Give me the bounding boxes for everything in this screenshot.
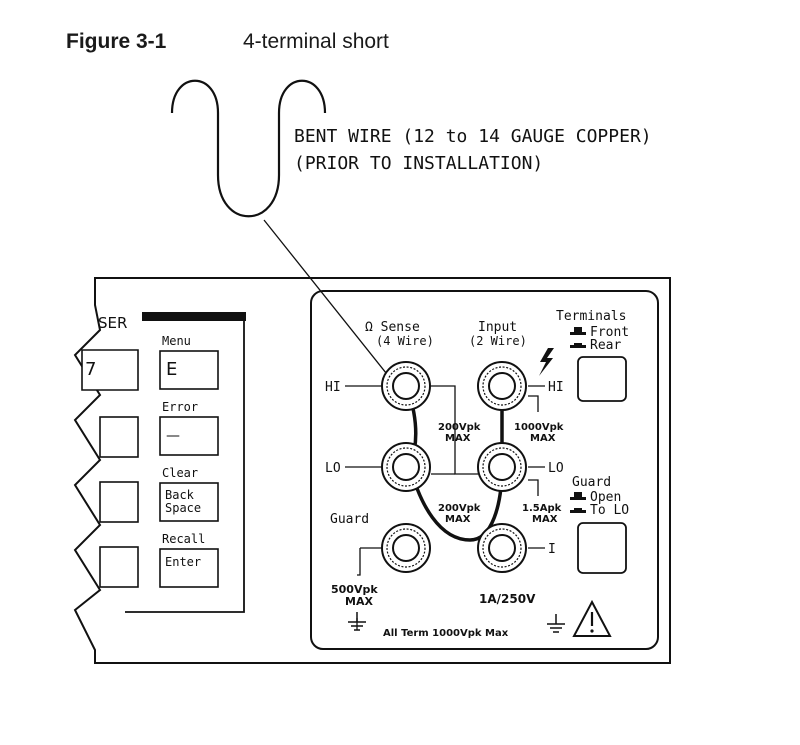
partial-key-3[interactable] — [99, 481, 139, 523]
ground-right-icon — [547, 614, 565, 633]
callout-line-2: (PRIOR TO INSTALLATION) — [294, 153, 543, 174]
rating-1-5-value: 1.5Apk — [522, 503, 562, 514]
terminals-front: Front — [590, 325, 629, 340]
input-line-2: (2 Wire) — [469, 334, 527, 348]
rating-1000-max: MAX — [530, 433, 556, 444]
to-lo-button-icon — [570, 508, 586, 513]
sense-hi-post[interactable] — [381, 361, 431, 411]
enter-key[interactable] — [159, 548, 219, 588]
terminals-rear: Rear — [590, 338, 621, 353]
rating-200-bottom-max: MAX — [445, 514, 471, 525]
rating-500-value: 500Vpk — [331, 583, 378, 596]
rating-1000-value: 1000Vpk — [514, 422, 564, 433]
rating-1-5-max: MAX — [532, 514, 558, 525]
guard-left-label: Guard — [330, 512, 369, 527]
menu-key[interactable] — [159, 350, 219, 390]
input-lo-post[interactable] — [477, 442, 527, 492]
sense-line-2: (4 Wire) — [376, 334, 434, 348]
hi-right-label: HI — [548, 380, 564, 395]
partial-key-4[interactable] — [99, 546, 139, 588]
error-key-label: — — [166, 428, 180, 444]
lo-left-label: LO — [325, 461, 341, 476]
current-post[interactable] — [477, 523, 527, 573]
partial-key-2[interactable] — [99, 416, 139, 458]
hazard-lightning-icon — [539, 348, 554, 376]
guard-button[interactable] — [577, 522, 627, 574]
guard-title: Guard — [572, 475, 611, 490]
ground-left-icon — [348, 612, 366, 631]
lo-right-label: LO — [548, 461, 564, 476]
sense-line-1: Ω Sense — [365, 320, 420, 335]
guard-open: Open — [590, 490, 621, 505]
recall-label: Recall — [162, 532, 205, 546]
open-button-icon — [570, 492, 586, 500]
callout-line-1: BENT WIRE (12 to 14 GAUGE COPPER) — [294, 126, 652, 147]
figure-number: Figure 3-1 — [66, 30, 167, 53]
error-key[interactable] — [159, 416, 219, 456]
housing-outline — [73, 277, 671, 664]
back-space-key[interactable] — [159, 482, 219, 522]
rating-200-bottom-value: 200Vpk — [438, 503, 481, 514]
clear-label: Clear — [162, 466, 198, 480]
back-space-line-2: Space — [165, 501, 201, 515]
terminals-button[interactable] — [577, 356, 627, 402]
amp-rating: 1A/250V — [479, 592, 536, 606]
menu-key-label: E — [166, 359, 177, 380]
input-hi-post[interactable] — [477, 361, 527, 411]
back-space-line-1: Back — [165, 488, 195, 502]
terminal-panel — [310, 290, 659, 650]
rating-200-top-value: 200Vpk — [438, 422, 481, 433]
guard-post[interactable] — [381, 523, 431, 573]
bent-wire — [170, 79, 327, 218]
figure-title: 4-terminal short — [243, 30, 389, 53]
enter-key-label: Enter — [165, 555, 201, 569]
terminals-title: Terminals — [556, 309, 626, 324]
sense-lo-post[interactable] — [381, 442, 431, 492]
warning-triangle-icon — [572, 599, 612, 637]
connection-lines — [345, 385, 545, 630]
all-term-label: All Term 1000Vpk Max — [383, 628, 509, 639]
error-label: Error — [162, 400, 198, 414]
ser-label: SER — [98, 314, 127, 332]
partial-key-7-label: 7 — [85, 359, 96, 380]
ser-bar — [142, 312, 246, 321]
rating-500-max: MAX — [345, 595, 373, 608]
figure-caption: Figure 3-1 4-terminal short — [66, 30, 389, 54]
rating-200-top-max: MAX — [445, 433, 471, 444]
input-line-1: Input — [478, 320, 517, 335]
hi-left-label: HI — [325, 380, 341, 395]
guard-to-lo: To LO — [590, 503, 629, 518]
menu-label: Menu — [162, 334, 191, 348]
rear-button-icon — [570, 343, 586, 348]
i-right-label: I — [548, 542, 556, 557]
front-button-icon — [570, 327, 586, 335]
partial-key-7[interactable] — [81, 349, 139, 391]
